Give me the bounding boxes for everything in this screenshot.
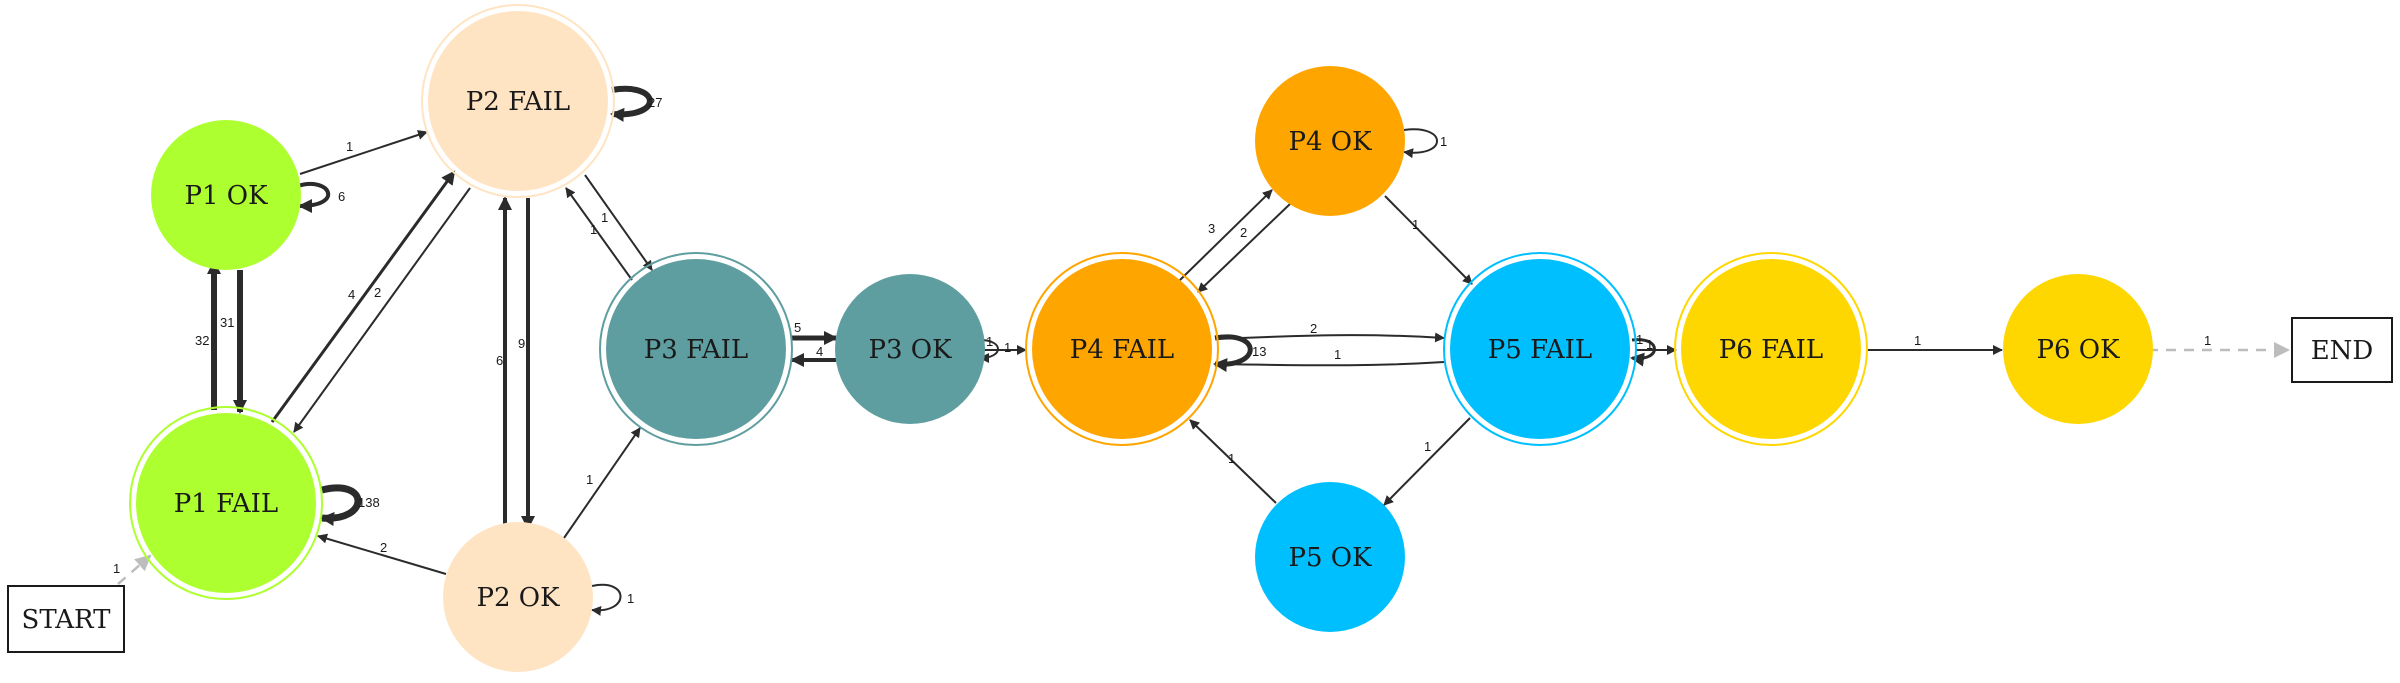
edge-label: 1 xyxy=(113,561,120,576)
node-p4-fail[interactable]: P4 FAIL xyxy=(1025,252,1219,446)
edge-label: 5 xyxy=(794,320,801,335)
edge-label: 1 xyxy=(1424,439,1431,454)
edge-p2fail-p1fail xyxy=(293,187,471,433)
edge-p2ok-self xyxy=(591,583,622,616)
edge-p2ok-p3fail xyxy=(563,427,641,539)
edge-label: 6 xyxy=(338,189,345,204)
node-p5-fail[interactable]: P5 FAIL xyxy=(1443,252,1637,446)
nodes: P1 OK P1 FAIL P2 FAIL P2 OK P3 FAIL xyxy=(7,4,2393,672)
node-p1-fail[interactable]: P1 FAIL xyxy=(129,406,323,600)
edge-label: 1 xyxy=(1412,217,1419,232)
edge-p4ok-self xyxy=(1403,128,1438,159)
edge-p2fail-self xyxy=(610,85,653,122)
edge-label: 2 xyxy=(380,540,387,555)
edge-label: 4 xyxy=(816,344,823,359)
edge-p5fail-p4fail xyxy=(1215,359,1445,370)
node-p6-ok[interactable]: P6 OK xyxy=(2003,274,2153,424)
node-p6-fail[interactable]: P6 FAIL xyxy=(1674,252,1868,446)
edge-p2ok-p1fail xyxy=(317,533,447,575)
edge-label: 1 xyxy=(986,334,993,349)
edges: 1 6 31 32 4 2 138 1 27 9 6 1 xyxy=(113,85,2290,616)
svg-text:P2 OK: P2 OK xyxy=(476,583,560,613)
edge-label: 1 xyxy=(627,591,634,606)
node-end[interactable]: END xyxy=(2291,317,2393,383)
svg-text:P4 OK: P4 OK xyxy=(1288,127,1372,157)
edge-p4ok-p4fail xyxy=(1197,203,1291,293)
edge-label: 1 xyxy=(601,210,608,225)
edge-label: 1 xyxy=(1228,451,1235,466)
edge-label: 138 xyxy=(358,495,380,510)
svg-text:P3 FAIL: P3 FAIL xyxy=(644,335,748,365)
edge-label: 1 xyxy=(590,222,597,237)
node-p5-ok[interactable]: P5 OK xyxy=(1255,482,1405,632)
edge-p1fail-self xyxy=(320,484,362,526)
node-p1-ok[interactable]: P1 OK xyxy=(151,120,301,270)
edge-p3fail-p2fail xyxy=(565,187,633,281)
edge-label: 13 xyxy=(1252,344,1266,359)
edge-label: 31 xyxy=(220,315,234,330)
svg-text:P1 OK: P1 OK xyxy=(184,181,268,211)
svg-text:P6 OK: P6 OK xyxy=(2036,335,2120,365)
edge-label: 1 xyxy=(1334,347,1341,362)
edge-label: 3 xyxy=(1208,221,1215,236)
node-p2-ok[interactable]: P2 OK xyxy=(443,522,593,672)
edge-label: 6 xyxy=(496,353,503,368)
edge-label: 1 xyxy=(1004,340,1011,355)
edge-p1ok-p2fail xyxy=(299,130,428,175)
edge-label: 27 xyxy=(648,95,662,110)
edge-label: 1 xyxy=(346,139,353,154)
svg-text:P6 FAIL: P6 FAIL xyxy=(1719,335,1823,365)
edge-p1ok-self xyxy=(297,182,331,213)
svg-text:P5 FAIL: P5 FAIL xyxy=(1488,335,1592,365)
svg-text:P1 FAIL: P1 FAIL xyxy=(174,489,278,519)
node-p4-ok[interactable]: P4 OK xyxy=(1255,66,1405,216)
edge-p4fail-p5fail xyxy=(1215,332,1445,343)
edge-p4fail-p4ok xyxy=(1179,189,1273,281)
edge-label: 32 xyxy=(195,333,209,348)
svg-text:P3 OK: P3 OK xyxy=(868,335,952,365)
svg-text:P4 FAIL: P4 FAIL xyxy=(1070,335,1174,365)
edge-label: 1 xyxy=(1914,333,1921,348)
edge-label: 1 xyxy=(1440,134,1447,149)
edge-p5ok-p4fail xyxy=(1189,419,1277,504)
node-p3-fail[interactable]: P3 FAIL xyxy=(599,252,793,446)
edge-p5fail-p5ok xyxy=(1383,417,1471,506)
node-p3-ok[interactable]: P3 OK xyxy=(835,274,985,424)
node-p2-fail[interactable]: P2 FAIL xyxy=(421,4,615,198)
edge-label: 1 xyxy=(1646,337,1653,352)
edge-label: 2 xyxy=(374,285,381,300)
edge-label: 9 xyxy=(518,336,525,351)
svg-text:P2 FAIL: P2 FAIL xyxy=(466,87,570,117)
edge-label: 1 xyxy=(1636,332,1643,347)
svg-text:START: START xyxy=(22,605,112,635)
edge-label: 2 xyxy=(1310,321,1317,336)
edge-label: 2 xyxy=(1240,225,1247,240)
edge-label: 1 xyxy=(586,472,593,487)
edge-p2fail-p3fail xyxy=(584,174,653,271)
svg-text:P5 OK: P5 OK xyxy=(1288,543,1372,573)
node-start[interactable]: START xyxy=(7,585,125,653)
edge-p4ok-p5fail xyxy=(1384,195,1473,285)
edge-label: 4 xyxy=(348,287,355,302)
edge-p4fail-self xyxy=(1213,334,1253,372)
edge-label: 1 xyxy=(2204,333,2211,348)
edge-start-p1fail xyxy=(117,554,152,585)
edge-p1fail-p2fail xyxy=(270,170,456,423)
svg-text:END: END xyxy=(2311,336,2374,366)
